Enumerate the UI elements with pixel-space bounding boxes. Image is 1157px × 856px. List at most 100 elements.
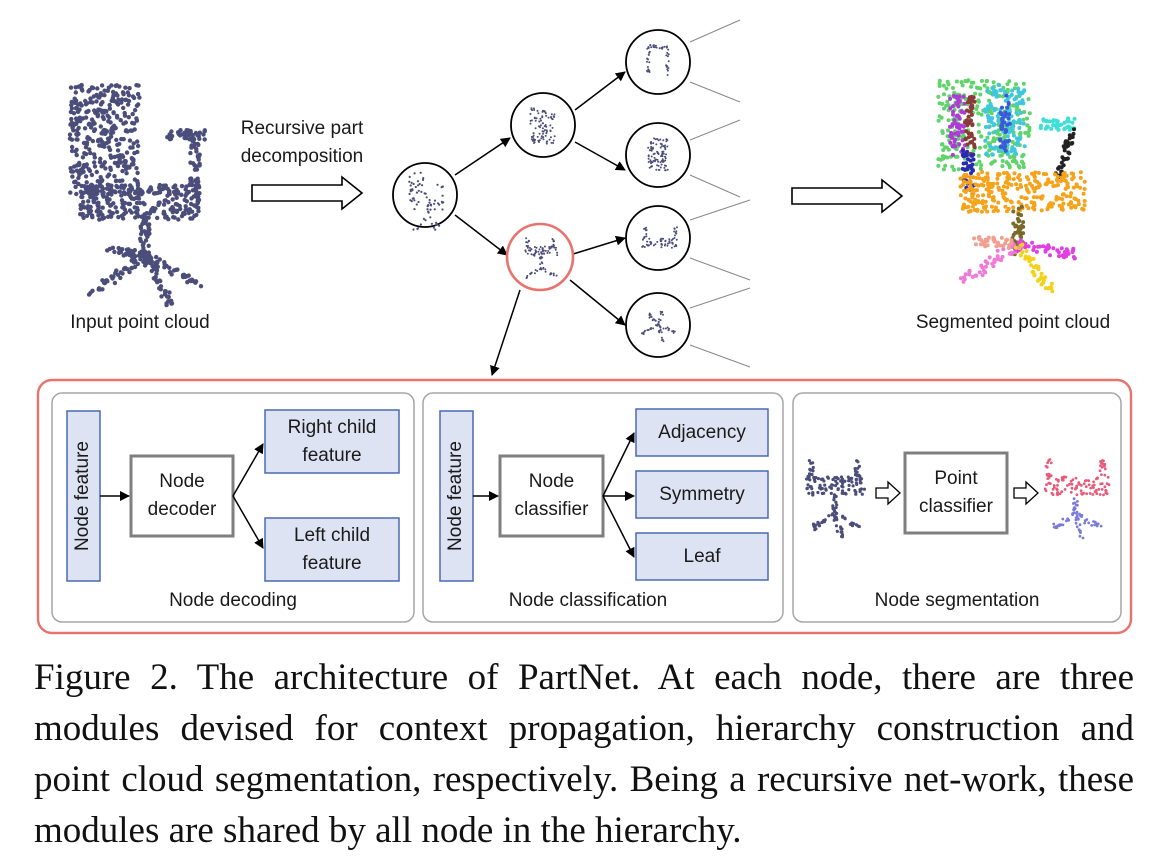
point bbox=[832, 498, 836, 502]
point bbox=[811, 491, 815, 495]
point bbox=[86, 292, 92, 297]
point bbox=[118, 118, 123, 123]
point bbox=[854, 492, 858, 496]
point bbox=[193, 185, 199, 190]
point bbox=[839, 527, 843, 531]
point bbox=[1018, 253, 1023, 258]
point bbox=[1002, 89, 1007, 94]
point bbox=[92, 160, 97, 165]
point bbox=[1083, 479, 1087, 483]
point bbox=[163, 198, 168, 203]
point bbox=[74, 137, 79, 142]
point bbox=[186, 207, 191, 212]
point bbox=[953, 154, 958, 159]
point bbox=[974, 175, 979, 180]
point bbox=[428, 201, 431, 204]
arrow-label-line2: decomposition bbox=[240, 146, 364, 167]
point bbox=[115, 162, 120, 167]
point bbox=[527, 239, 530, 242]
node-classifier-line2: classifier bbox=[514, 499, 589, 520]
point bbox=[90, 85, 96, 91]
point bbox=[664, 169, 667, 172]
point bbox=[974, 85, 979, 90]
point bbox=[859, 487, 864, 491]
point bbox=[1024, 175, 1029, 180]
point bbox=[107, 197, 112, 202]
point bbox=[73, 149, 78, 154]
point bbox=[976, 111, 981, 116]
point bbox=[132, 248, 137, 253]
point bbox=[70, 125, 75, 130]
point bbox=[963, 136, 968, 141]
point bbox=[435, 221, 438, 224]
point bbox=[135, 143, 141, 149]
point bbox=[649, 313, 652, 316]
point bbox=[946, 147, 951, 152]
point bbox=[164, 302, 169, 308]
point bbox=[1076, 202, 1081, 207]
point bbox=[967, 272, 972, 277]
point bbox=[196, 179, 201, 184]
point bbox=[1025, 187, 1029, 192]
point bbox=[647, 146, 650, 149]
point bbox=[1002, 120, 1007, 125]
point bbox=[90, 138, 96, 144]
node-chair-glyphs bbox=[408, 44, 678, 343]
point bbox=[657, 320, 660, 323]
point bbox=[660, 243, 663, 246]
point bbox=[131, 141, 136, 146]
point bbox=[526, 274, 529, 277]
point bbox=[1062, 126, 1067, 131]
point bbox=[72, 100, 78, 106]
point bbox=[110, 245, 116, 250]
segmentation-arrow bbox=[791, 178, 904, 214]
point bbox=[110, 211, 116, 216]
point bbox=[544, 129, 546, 131]
point bbox=[646, 60, 648, 63]
point bbox=[857, 464, 862, 468]
point bbox=[116, 245, 121, 251]
point bbox=[541, 248, 544, 251]
point bbox=[1018, 183, 1023, 187]
point bbox=[833, 476, 837, 480]
point bbox=[116, 214, 121, 220]
point bbox=[162, 262, 167, 267]
point bbox=[132, 205, 137, 210]
point bbox=[1076, 500, 1079, 503]
point bbox=[188, 150, 193, 156]
point bbox=[966, 78, 971, 83]
point bbox=[426, 208, 429, 211]
point bbox=[855, 459, 859, 463]
point bbox=[836, 487, 840, 491]
point bbox=[846, 475, 850, 479]
point bbox=[987, 255, 992, 260]
point bbox=[641, 245, 644, 248]
point bbox=[1069, 141, 1074, 146]
point bbox=[849, 477, 853, 481]
point bbox=[146, 243, 151, 248]
point bbox=[74, 191, 79, 197]
point bbox=[1030, 183, 1034, 188]
point bbox=[1065, 156, 1070, 161]
point bbox=[991, 264, 996, 269]
point bbox=[535, 246, 538, 249]
point bbox=[834, 495, 838, 499]
point bbox=[1043, 275, 1048, 280]
point bbox=[811, 465, 815, 470]
point bbox=[413, 172, 416, 175]
point bbox=[109, 83, 114, 88]
point bbox=[1069, 191, 1074, 196]
point bbox=[963, 272, 968, 277]
point bbox=[1045, 465, 1049, 469]
point bbox=[1033, 178, 1038, 183]
point bbox=[189, 277, 195, 282]
point bbox=[984, 238, 989, 243]
point bbox=[165, 193, 170, 198]
point bbox=[1009, 149, 1014, 154]
point bbox=[121, 185, 126, 191]
point bbox=[84, 142, 90, 147]
point bbox=[936, 157, 941, 162]
point bbox=[73, 90, 79, 95]
point bbox=[960, 83, 965, 88]
point bbox=[541, 256, 544, 259]
